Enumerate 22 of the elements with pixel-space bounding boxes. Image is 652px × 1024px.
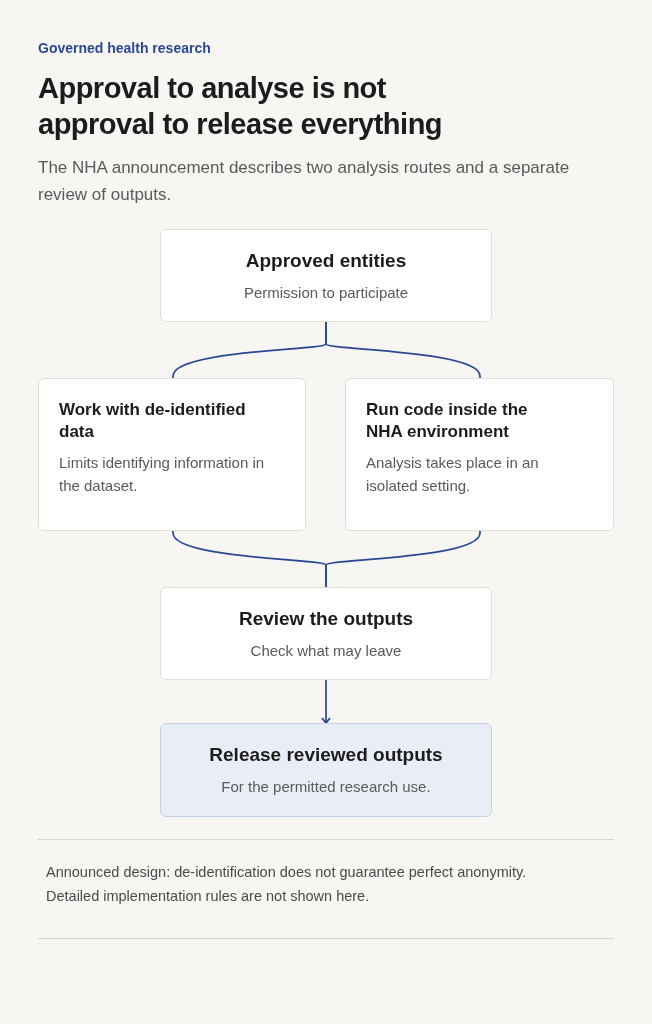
connector [321,679,331,724]
connector [325,321,481,379]
process-box [345,378,614,531]
process-box [160,587,492,680]
box-description: Limits identifying information in the dataset. [59,453,266,496]
process-box [38,378,306,531]
box-description: Permission to participate [243,282,409,303]
box-heading: Approved entities [245,248,407,273]
box-heading: Review the outputs [238,606,414,631]
box-heading: Release reviewed outputs [209,743,443,767]
subtitle: The NHA announcement describes two analysis routes and a separate review of outputs. [38,157,571,206]
footnote: Announced design: de-identification does not guarantee perfect anonymity. Detailed implementation rules are not shown here. [46,863,528,906]
title: Approval to analyse is not approval to release everything [38,71,444,142]
process-box [160,229,492,322]
connector [325,530,481,588]
box-description: For the permitted research use. [221,777,431,797]
eyebrow-text: Governed health research [38,39,211,58]
box-description: Analysis takes place in an isolated setting. [366,453,540,496]
process-box [160,723,492,817]
box-heading: Work with de-identified data [59,399,247,443]
box-heading: Run code inside the NHA environment [366,399,529,443]
box-description: Check what may leave [250,640,402,661]
